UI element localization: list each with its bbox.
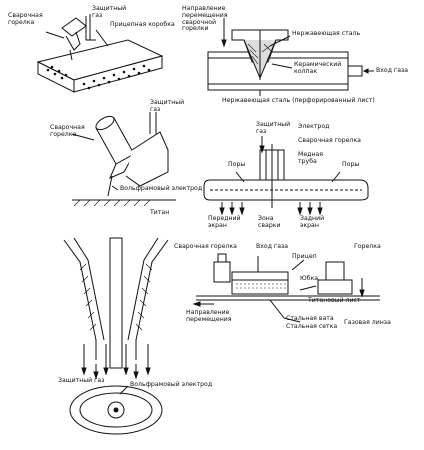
- p1-trailing-box-label: Прицепная коробка: [110, 21, 175, 28]
- concentric-nozzle-drawing: [63, 237, 169, 435]
- p6-torch-left-label: Сварочная горелка: [174, 243, 237, 250]
- p5-tungsten-label: Вольфрамовый электрод: [130, 381, 213, 388]
- p3-torch-label: Сварочная горелка: [50, 124, 85, 138]
- titanium-torch-drawing: [71, 112, 176, 207]
- p2-stainless-top-label: Нержавеющая сталь: [292, 30, 361, 37]
- p3-tungsten-label: Вольфрамовый электрод: [120, 185, 203, 192]
- p3-shield-gas-label: Защитный газ: [150, 99, 185, 113]
- ceramic-nozzle-drawing: [207, 18, 374, 96]
- p6-gas-inlet-label: Вход газа: [256, 243, 289, 250]
- p1-torch-label: Сварочная горелка: [8, 12, 43, 26]
- p4-front-screen-label: Передний экран: [208, 215, 241, 229]
- p6-torch-right-label: Горелка: [354, 243, 381, 250]
- p6-steel-wool-label: Стальная вата: [286, 315, 334, 322]
- p6-direction-label: Направление перемещения: [186, 309, 232, 323]
- p3-titanium-label: Титан: [150, 209, 170, 216]
- p5-shield-gas-label: Защитный газ: [58, 377, 105, 384]
- p4-torch-label: Сварочная горелка: [298, 137, 361, 144]
- p6-skirt-label: Юбка: [300, 275, 319, 282]
- p4-copper-tube-label: Медная труба: [298, 151, 323, 165]
- p4-rear-screen-label: Задний экран: [300, 215, 325, 229]
- p6-titanium-sheet-label: Титановый лист: [308, 297, 361, 304]
- p6-trailer-label: Прицеп: [292, 253, 317, 260]
- p4-pores-right-label: Поры: [342, 161, 360, 168]
- p4-pores-left-label: Поры: [228, 161, 246, 168]
- p2-stainless-bottom-label: Нержавеющая сталь (перфорированный лист): [222, 97, 375, 104]
- p2-direction-label: Направление перемещения сварочной горелк…: [182, 5, 228, 33]
- p6-gas-lens-label: Газовая линза: [344, 319, 391, 326]
- p1-shield-gas-label: Защитный газ: [92, 5, 127, 19]
- trailing-box-drawing: [36, 14, 164, 93]
- p4-shield-gas-label: Защитный газ: [256, 121, 291, 135]
- p2-ceramic-nozzle-label: Керамический колпак: [294, 61, 342, 75]
- p6-steel-mesh-label: Стальная сетка: [286, 323, 338, 330]
- p4-electrode-label: Электрод: [298, 123, 330, 130]
- p2-gas-inlet-label: Вход газа: [376, 67, 409, 74]
- p4-weld-zone-label: Зона сварки: [258, 215, 281, 229]
- gas-lens-trailer-drawing: [192, 253, 380, 323]
- copper-tube-drawing: [203, 136, 369, 216]
